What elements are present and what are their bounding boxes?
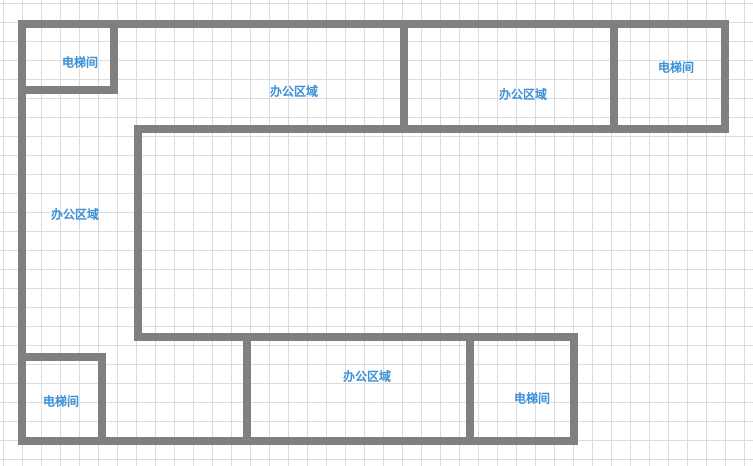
room-label-elevator-top-right: 电梯间: [657, 60, 695, 75]
room-label-elevator-bottom-right: 电梯间: [513, 391, 551, 406]
wall-elevator-tl-bottom: [18, 86, 118, 94]
wall-elevator-tl-right: [110, 20, 118, 94]
room-label-elevator-bottom-left: 电梯间: [42, 394, 80, 409]
wall-bottom-right: [570, 333, 578, 445]
wall-inner-bottom: [134, 333, 578, 341]
room-label-elevator-top-left: 电梯间: [61, 55, 99, 70]
wall-inner-left: [134, 125, 142, 341]
room-label-office-left: 办公区域: [50, 207, 100, 222]
room-label-office-top-2: 办公区域: [498, 87, 548, 102]
wall-inner-top: [134, 125, 729, 133]
room-label-office-bottom: 办公区域: [342, 369, 392, 384]
wall-bottom: [18, 437, 578, 445]
wall-divider-top-2: [610, 20, 618, 133]
wall-elevator-bl-top: [18, 353, 106, 361]
wall-left: [18, 20, 26, 445]
wall-top: [18, 20, 729, 28]
wall-divider-bottom-1: [243, 333, 251, 445]
wall-divider-top-1: [400, 20, 408, 133]
room-label-office-top-1: 办公区域: [269, 84, 319, 99]
wall-right: [721, 20, 729, 133]
wall-elevator-bl-right: [98, 353, 106, 445]
wall-divider-bottom-2: [466, 333, 474, 445]
